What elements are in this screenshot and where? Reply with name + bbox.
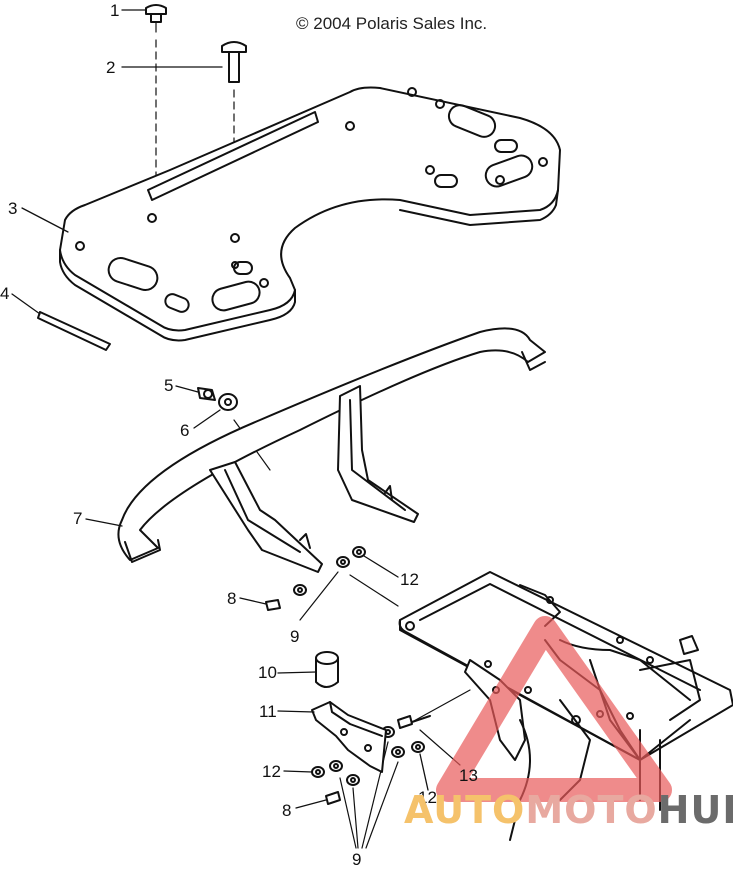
nut-part-12 [311, 546, 425, 778]
callout-13: 13 [459, 766, 478, 785]
callout-7: 7 [73, 509, 83, 528]
callout-12-upper: 12 [400, 570, 419, 589]
screw-part-8-lower [325, 791, 341, 805]
rack-plate-part-3 [59, 39, 561, 342]
leader-lines [11, 9, 429, 809]
callout-3: 3 [8, 199, 18, 218]
watermark-logo-text: AUTOMOTOHUB [404, 788, 733, 832]
copyright-notice: © 2004 Polaris Sales Inc. [296, 14, 488, 33]
callout-10: 10 [258, 663, 277, 682]
bolt-part-5 [197, 387, 216, 401]
callout-2: 2 [106, 58, 116, 77]
callout-1: 1 [110, 1, 120, 20]
callout-12-lower: 12 [418, 788, 437, 807]
watermark-hub: HUB [657, 788, 733, 832]
bolt-part-1 [145, 4, 167, 33]
strip-part-4 [37, 311, 111, 351]
rail-part-7 [117, 327, 546, 573]
watermark-triangle-logo [436, 616, 672, 802]
spacer-part-10 [315, 651, 339, 688]
callout-8-lower: 8 [282, 801, 292, 820]
callout-11: 11 [259, 702, 277, 721]
callout-8-upper: 8 [227, 589, 237, 608]
callout-12-left: 12 [262, 762, 281, 781]
callout-6: 6 [180, 421, 190, 440]
callout-5: 5 [164, 376, 174, 395]
bracket-part-11 [311, 701, 387, 773]
callout-9-upper: 9 [290, 627, 300, 646]
nut-part-9-group-upper [293, 556, 399, 621]
callout-4: 4 [0, 284, 10, 303]
watermark-moto: MOTO [525, 788, 658, 832]
screw-part-8-upper [265, 599, 281, 611]
callout-9-lower: 9 [352, 850, 362, 869]
watermark-auto: AUTO [404, 788, 526, 832]
